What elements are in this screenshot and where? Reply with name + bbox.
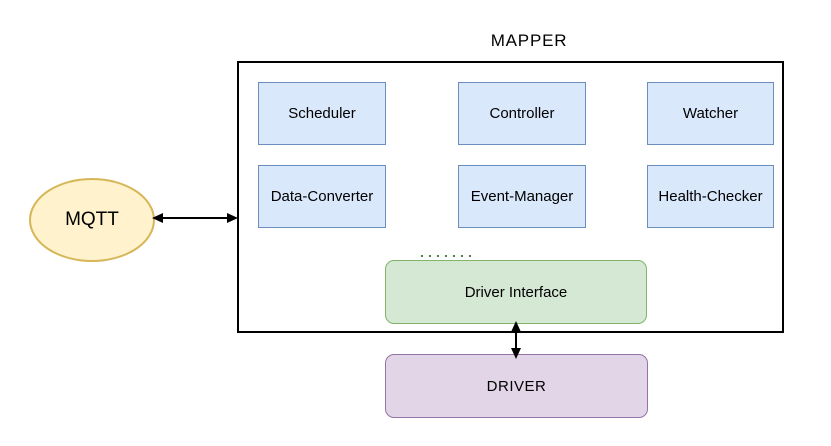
- driver-node: DRIVER: [385, 354, 648, 418]
- component-controller-label: Controller: [489, 105, 555, 122]
- component-scheduler-label: Scheduler: [288, 105, 356, 122]
- mqtt-label: MQTT: [65, 209, 119, 230]
- component-watcher: Watcher: [647, 82, 774, 145]
- component-data-converter-label: Data-Converter: [270, 188, 374, 205]
- component-data-converter: Data-Converter: [258, 165, 386, 228]
- component-watcher-label: Watcher: [682, 105, 739, 122]
- mqtt-mapper-bidirectional-arrow: [152, 213, 238, 223]
- driver-interface-label: Driver Interface: [464, 283, 568, 301]
- mqtt-node: MQTT: [29, 178, 155, 262]
- driver-label: DRIVER: [486, 377, 547, 395]
- driver-interface-driver-bidirectional-arrow: [511, 321, 521, 359]
- component-health-checker-label: Health-Checker: [658, 188, 763, 205]
- driver-interface-node: Driver Interface: [385, 260, 647, 324]
- dotted-marks: [421, 255, 471, 257]
- component-event-manager: Event-Manager: [458, 165, 586, 228]
- component-controller: Controller: [458, 82, 586, 145]
- component-event-manager-label: Event-Manager: [470, 188, 574, 205]
- mapper-title: MAPPER: [490, 31, 568, 50]
- component-health-checker: Health-Checker: [647, 165, 774, 228]
- component-scheduler: Scheduler: [258, 82, 386, 145]
